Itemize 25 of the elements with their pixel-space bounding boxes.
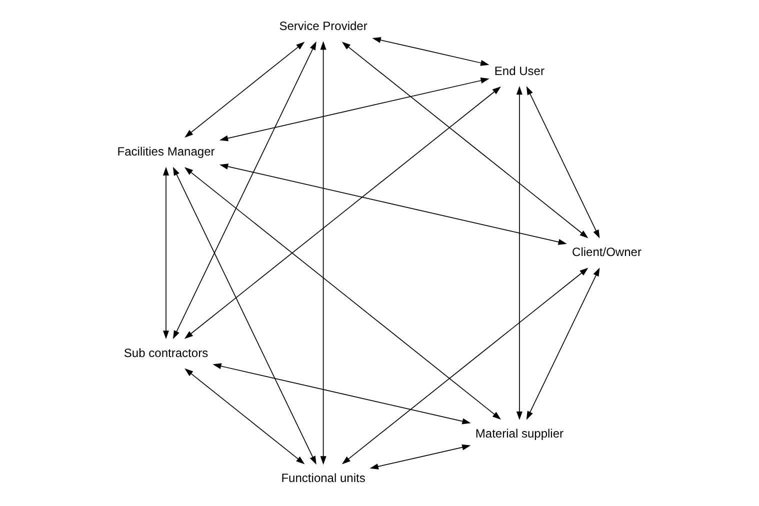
- node-text: Material supplier: [475, 426, 564, 440]
- node-text: Client/Owner: [572, 245, 642, 260]
- arrow: [184, 42, 305, 138]
- arrow: [172, 166, 316, 465]
- arrow: [172, 41, 316, 340]
- node-text: Sub contractors: [124, 346, 208, 360]
- arrow: [219, 164, 567, 245]
- arrow: [526, 86, 600, 238]
- arrow: [370, 444, 471, 470]
- arrow: [372, 37, 490, 66]
- arrow: [526, 268, 600, 420]
- node-text: End User: [494, 64, 545, 78]
- arrow: [219, 78, 490, 142]
- arrow: [162, 166, 170, 340]
- arrow: [184, 86, 501, 339]
- arrow: [320, 41, 326, 465]
- node-text: Service Provider: [279, 19, 368, 34]
- arrow: [184, 368, 305, 464]
- arrow: [342, 42, 588, 238]
- arrow: [342, 268, 588, 464]
- node-text: Functional units: [281, 471, 366, 486]
- arrow: [184, 167, 502, 420]
- arrow: [212, 363, 471, 424]
- node-text: Facilities Manager: [117, 144, 215, 159]
- arrow: [516, 86, 522, 420]
